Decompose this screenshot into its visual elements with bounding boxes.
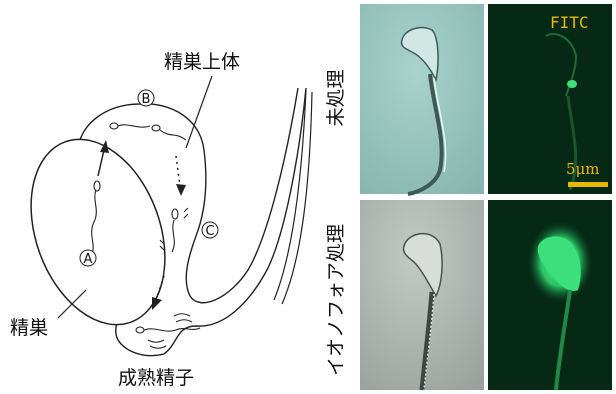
epididymis-pointer xyxy=(186,76,212,148)
testis-ellipse xyxy=(7,121,189,344)
sperm-sketch-b1 xyxy=(110,123,150,129)
svg-text:B: B xyxy=(142,92,151,107)
row-label-untreated: 未処理 xyxy=(325,69,347,126)
fitc-label: FITC xyxy=(550,13,589,32)
flow-arrow-down-1 xyxy=(176,156,186,196)
point-c-marker: C xyxy=(202,222,218,239)
sperm-maturation-diagram: B C A 精巣上体 精巣 成熟精子 xyxy=(7,51,312,389)
brightfield-ionophore-image xyxy=(360,200,484,390)
fitc-ionophore-image xyxy=(488,200,612,390)
svg-text:A: A xyxy=(84,252,93,267)
brightfield-untreated-image xyxy=(360,4,484,194)
epididymis-label: 精巣上体 xyxy=(164,51,240,73)
scale-bar-label: 5μm xyxy=(566,160,600,178)
mature-sperm-label: 成熟精子 xyxy=(118,367,194,389)
svg-text:C: C xyxy=(205,224,214,239)
sperm-sketch-mature xyxy=(136,314,200,349)
testis-label: 精巣 xyxy=(10,317,48,339)
row-label-ionophore: イオノフォア処理 xyxy=(325,224,347,376)
sperm-sketch-b2 xyxy=(152,125,186,140)
fitc-untreated-image: FITC 5μm xyxy=(488,4,612,194)
scale-bar xyxy=(568,182,608,187)
micrograph-panel-grid: 未処理 イオノフォア処理 FITC 5μm xyxy=(325,4,612,390)
